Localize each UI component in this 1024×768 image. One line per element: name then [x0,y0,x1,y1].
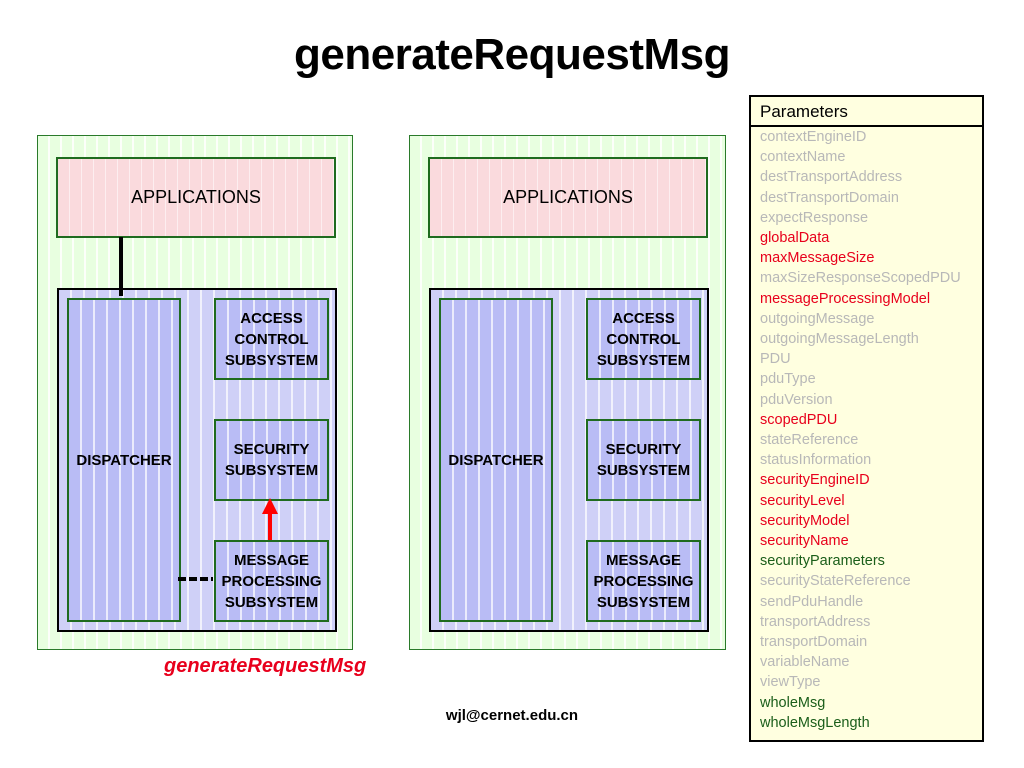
parameter-item: wholeMsg [760,694,826,711]
parameter-item: stateReference [760,432,859,449]
slide-title: generateRequestMsg [293,30,731,79]
engine-core-box: DISPATCHER ACCESS CONTROL SUBSYSTEM SECU… [429,288,709,632]
message-processing-subsystem-box: MESSAGE PROCESSING SUBSYSTEM [214,540,329,622]
parameter-item: viewType [760,674,821,691]
parameter-item: variableName [760,654,850,671]
dispatcher-box: DISPATCHER [67,298,181,622]
parameters-list: contextEngineID contextName destTransportA… [751,127,982,733]
parameter-item: securityEngineID [760,472,870,489]
parameter-item: contextEngineID [760,129,867,145]
parameter-item: pduVersion [760,391,833,408]
parameter-item: maxSizeResponseScopedPDU [760,270,961,287]
parameter-item: securityParameters [760,553,885,570]
parameter-item: destTransportAddress [760,169,903,186]
parameters-panel: Parameters contextEngineID contextName des… [749,95,984,742]
parameter-item: transportDomain [760,634,868,651]
parameter-item: maxMessageSize [760,250,875,267]
parameter-item: statusInformation [760,452,872,469]
parameter-item: globalData [760,230,830,247]
parameter-item: sendPduHandle [760,593,864,610]
security-subsystem-box: SECURITY SUBSYSTEM [214,419,329,501]
parameter-item: expectResponse [760,209,869,226]
parameter-item: outgoingMessageLength [760,331,919,348]
access-control-subsystem-box: ACCESS CONTROL SUBSYSTEM [586,298,701,380]
parameter-item: scopedPDU [760,411,838,428]
dispatcher-box: DISPATCHER [439,298,553,622]
snmp-engine-right: APPLICATIONS DISPATCHER ACCESS CONTROL S… [409,135,726,650]
snmp-engine-left: APPLICATIONS DISPATCHER ACCESS CONTROL S… [37,135,353,650]
message-processing-subsystem-box: MESSAGE PROCESSING SUBSYSTEM [586,540,701,622]
parameter-item: destTransportDomain [760,189,899,206]
parameter-item: securityModel [760,512,850,529]
parameter-item: wholeMsgLength [760,714,870,731]
parameter-item: securityLevel [760,492,845,509]
parameter-item: outgoingMessage [760,310,875,327]
security-subsystem-box: SECURITY SUBSYSTEM [586,419,701,501]
applications-box: APPLICATIONS [428,157,708,238]
parameters-header: Parameters [751,97,982,127]
access-control-subsystem-box: ACCESS CONTROL SUBSYSTEM [214,298,329,380]
engine-core-box: DISPATCHER ACCESS CONTROL SUBSYSTEM SECU… [57,288,337,632]
parameter-item: securityName [760,533,849,550]
parameter-item: messageProcessingModel [760,290,931,307]
parameter-item: contextName [760,149,846,166]
author-email: wjl@cernet.edu.cn [445,707,579,724]
call-label: generateRequestMsg [164,655,367,677]
parameter-item: transportAddress [760,613,871,630]
parameter-item: pduType [760,371,816,388]
applications-box: APPLICATIONS [56,157,336,238]
parameter-item: securityStateReference [760,573,911,590]
parameter-item: PDU [760,351,791,368]
